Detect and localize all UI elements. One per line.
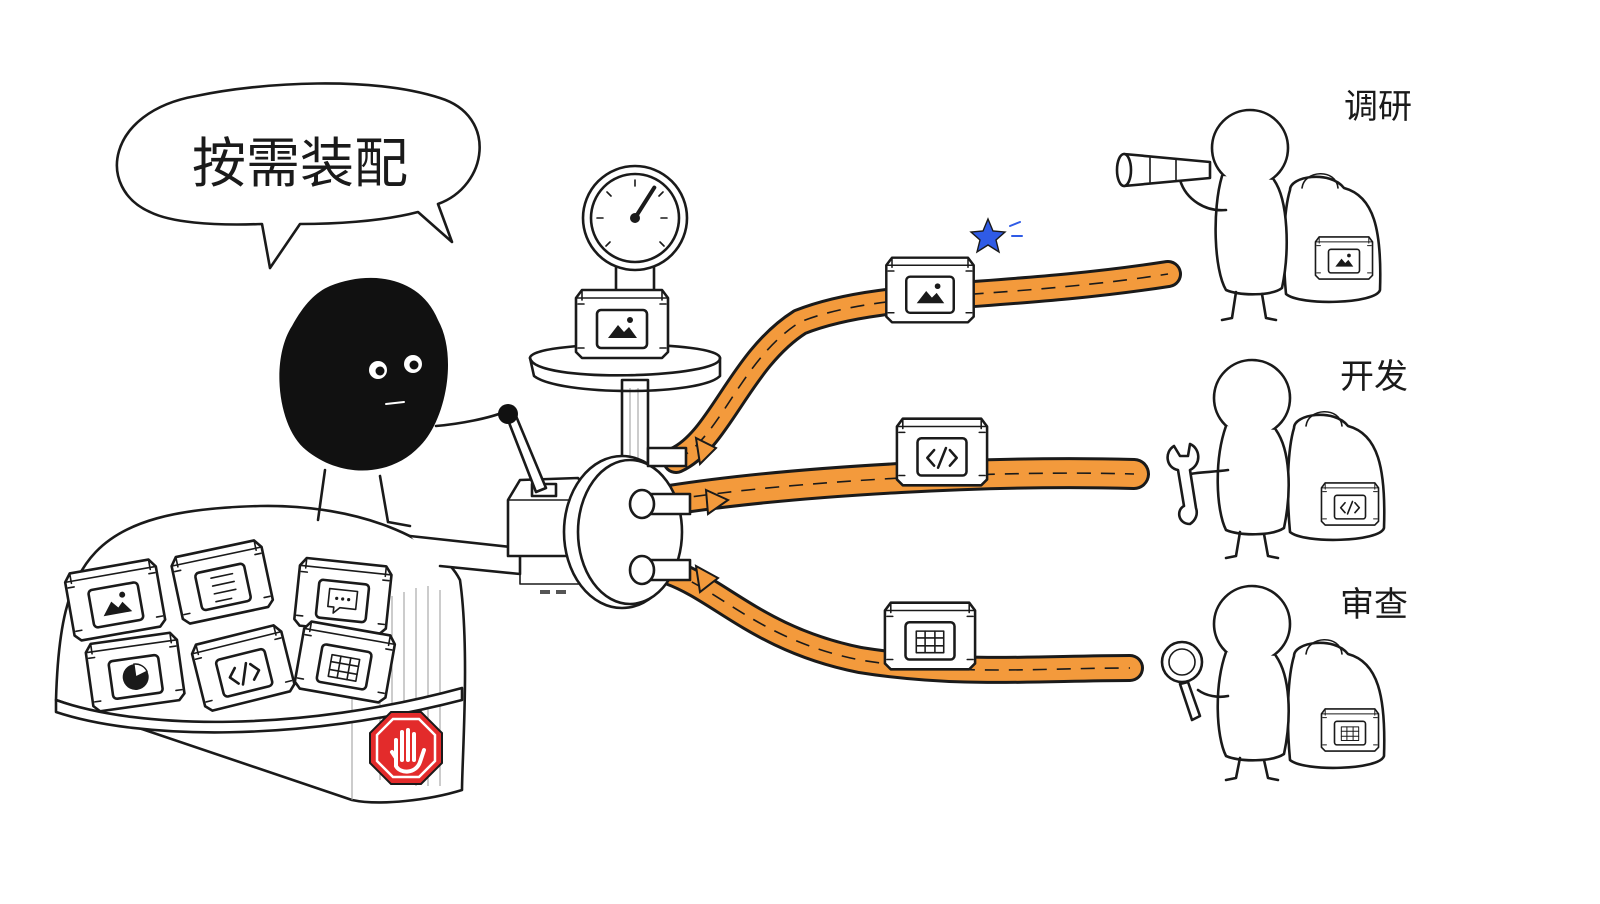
backpack xyxy=(1286,411,1386,542)
telescope-icon xyxy=(1115,152,1212,188)
belt-module-code xyxy=(895,417,989,487)
weighing-scale xyxy=(528,164,722,472)
backpack xyxy=(1282,173,1382,304)
magnifier-icon xyxy=(1160,640,1204,722)
splitter-hub xyxy=(562,446,692,610)
stop-sign-icon xyxy=(369,711,443,785)
role-review: 审查 xyxy=(1160,584,1408,782)
bin-module-table xyxy=(292,619,398,705)
scale-module-image xyxy=(574,288,670,360)
role-research: 调研 xyxy=(1115,87,1412,322)
bin-module-document xyxy=(168,537,276,627)
role-label-research: 调研 xyxy=(1344,87,1412,127)
role-label-review: 审查 xyxy=(1340,585,1408,625)
belt-module-table xyxy=(883,601,977,671)
bin-module-pie-chart xyxy=(83,630,187,714)
speech-bubble: 按需装配 xyxy=(115,82,481,270)
role-development: 开发 xyxy=(1166,357,1408,560)
operator-character xyxy=(279,277,506,528)
speech-bubble-text: 按需装配 xyxy=(192,132,408,195)
role-label-development: 开发 xyxy=(1340,357,1408,397)
belt-module-image xyxy=(885,256,975,324)
bin-module-image xyxy=(62,557,168,643)
wrench-icon xyxy=(1166,442,1200,526)
conveyor-belts xyxy=(654,260,1182,684)
module-bin xyxy=(54,504,467,804)
bin-module-chat xyxy=(292,556,394,636)
star-sparkle-icon xyxy=(969,217,1023,254)
backpack xyxy=(1286,639,1386,770)
